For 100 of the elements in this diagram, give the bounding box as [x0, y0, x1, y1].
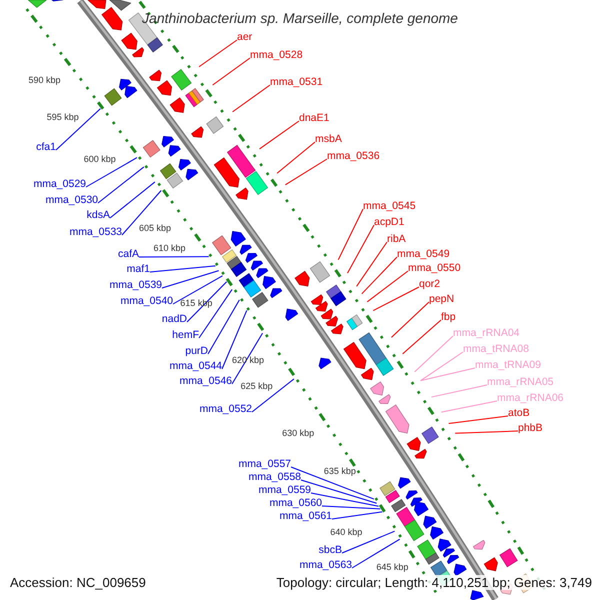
leader-line — [342, 530, 396, 554]
leader-line — [366, 270, 408, 302]
leader-line — [208, 299, 240, 354]
gene-label: pepN — [429, 293, 454, 305]
leader-line — [138, 256, 210, 258]
gene-label: mma_0531 — [270, 76, 323, 88]
gene-label: mma_0533 — [69, 226, 122, 238]
gene-label: mma_0536 — [327, 150, 380, 162]
gene-label: maf1 — [126, 263, 150, 275]
gene-label: mma_0544 — [169, 360, 222, 372]
scale-label: 640 kbp — [330, 526, 362, 537]
gene-label: aer — [237, 31, 252, 43]
leader-line — [259, 120, 300, 150]
leader-line — [162, 270, 220, 288]
leader-line — [212, 58, 250, 86]
map-title: Janthinobacterium sp. Marseille, complete genome — [142, 10, 458, 26]
leader-line — [420, 352, 464, 382]
gene-label: phbB — [518, 422, 543, 434]
gene-label: mma_tRNA09 — [475, 359, 541, 371]
gene-label: mma_0545 — [363, 200, 416, 212]
gene-label: qor2 — [419, 278, 440, 290]
gene-label: mma_0558 — [248, 471, 301, 483]
genome-summary-text: Topology: circular; Length: 4,110,251 bp; Genes: 3,749 — [276, 575, 592, 590]
gene-label: cafA — [118, 248, 139, 260]
gene-label: msbA — [315, 133, 342, 145]
gene-label: purD — [185, 345, 208, 357]
leader-line — [310, 492, 380, 507]
scale-label: 630 kbp — [282, 428, 314, 438]
leader-line — [440, 400, 498, 413]
scale-label: 635 kbp — [324, 466, 356, 476]
gene-label: mma_0540 — [120, 295, 173, 307]
leader-line — [356, 242, 388, 287]
scale-label: 595 kbp — [46, 112, 79, 122]
gene-label: mma_0550 — [408, 262, 461, 274]
leader-line — [56, 108, 101, 150]
gene-label: sbcB — [318, 544, 342, 556]
leader-line — [232, 84, 270, 112]
gene-label: mma_0549 — [397, 248, 450, 260]
scale-label: 645 kbp — [376, 562, 408, 572]
gene-label: mma_0530 — [45, 194, 98, 206]
leader-line — [186, 281, 228, 322]
gene-label: ribA — [387, 233, 406, 245]
gene-label: mma_0528 — [250, 49, 303, 61]
scale-label: 620 kbp — [232, 354, 264, 365]
gene-label: mma_0552 — [199, 403, 252, 415]
leader-line — [420, 368, 476, 382]
gene-label: mma_0539 — [109, 279, 162, 291]
leader-line — [252, 378, 294, 412]
scale-label: 605 kbp — [139, 223, 172, 233]
gene-label: mma_rRNA05 — [487, 376, 554, 388]
leader-line — [361, 256, 398, 294]
leader-line — [414, 336, 454, 372]
gene-label: nadD — [162, 313, 187, 325]
leader-line — [290, 466, 374, 500]
leader-line — [284, 158, 328, 186]
leader-line — [150, 265, 216, 272]
scale-label: 625 kbp — [240, 381, 273, 392]
leader-line — [198, 40, 238, 68]
leader-line — [86, 157, 138, 188]
gene-label: fbp — [441, 311, 456, 323]
leader-line — [276, 142, 316, 174]
gene-label: hemF — [172, 329, 199, 341]
leader-line — [122, 190, 162, 236]
gene-label: mma_0557 — [238, 458, 291, 470]
gene-label: atoB — [508, 407, 530, 419]
gene-label: acpD1 — [374, 216, 404, 228]
accession-text: Accession: NC_009659 — [10, 575, 146, 590]
leader-line — [332, 511, 383, 520]
gene-label: dnaE1 — [299, 112, 330, 124]
leader-line — [454, 430, 518, 434]
gene-label: mma_0560 — [269, 497, 322, 509]
leader-line — [352, 538, 400, 568]
leader-line — [172, 275, 223, 304]
leader-line — [430, 384, 488, 398]
leader-line — [347, 224, 374, 274]
gene-label: mma_rRNA06 — [497, 392, 564, 404]
gene-label: mma_tRNA08 — [463, 343, 529, 355]
gene-label: mma_0546 — [179, 375, 232, 387]
leader-line — [232, 332, 264, 384]
leader-line — [390, 302, 430, 338]
leader-line — [402, 320, 442, 354]
gene-label: mma_0559 — [258, 484, 311, 496]
leader-line — [98, 166, 144, 204]
gene-label: mma_rRNA04 — [453, 327, 520, 339]
leader-line — [300, 480, 378, 504]
gene-label: cfa1 — [36, 141, 56, 153]
scale-label: 600 kbp — [84, 154, 116, 164]
leader-line — [110, 181, 156, 218]
gene-label: mma_0563 — [299, 559, 352, 571]
scale-label: 610 kbp — [154, 243, 186, 253]
scale-label: 590 kbp — [28, 74, 61, 85]
leader-line — [322, 506, 381, 510]
leader-line — [198, 288, 233, 338]
leader-line — [372, 286, 420, 312]
gene-label: kdsA — [86, 209, 110, 221]
leader-line — [448, 416, 508, 424]
gene-label: mma_0529 — [33, 178, 86, 190]
leader-line — [338, 208, 364, 260]
gene-label: mma_0561 — [279, 510, 332, 522]
leader-line — [222, 310, 248, 370]
